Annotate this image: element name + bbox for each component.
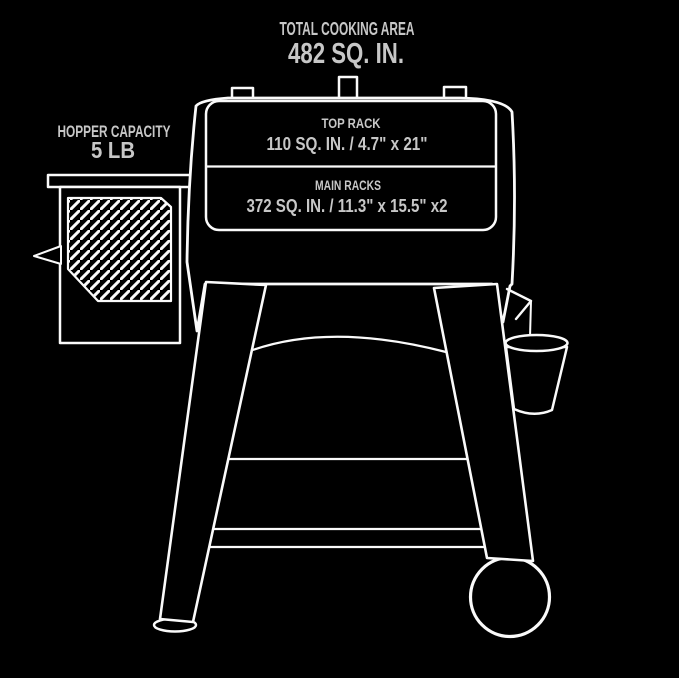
barrel-underside-curve [248, 335, 448, 354]
front-right-leg [432, 282, 535, 563]
total-cooking-area-title: TOTAL COOKING AREA [280, 18, 415, 39]
hopper-capacity-value: 5 LB [91, 137, 135, 163]
hopper-side-shelf [46, 173, 193, 189]
grease-bucket-body [504, 345, 569, 415]
hopper-capacity-label: HOPPER CAPACITY [58, 123, 171, 141]
main-racks-label: MAIN RACKS [315, 178, 381, 193]
top-rack-specs: 110 SQ. IN. / 4.7" x 21" [267, 134, 428, 154]
top-rack-label: TOP RACK [322, 115, 381, 131]
hopper-handle [33, 245, 62, 265]
barrel-front-panel [204, 99, 498, 232]
wheel [468, 555, 552, 639]
barrel-body [185, 96, 516, 333]
main-racks-specs: 372 SQ. IN. / 11.3" x 15.5" x2 [247, 196, 448, 216]
bucket-handle-wire [529, 300, 532, 338]
grease-bucket-rim [504, 333, 569, 353]
hopper-lid-hatched-panel [66, 196, 173, 303]
front-left-leg [158, 280, 268, 624]
total-cooking-area-value: 482 SQ. IN. [288, 38, 404, 70]
